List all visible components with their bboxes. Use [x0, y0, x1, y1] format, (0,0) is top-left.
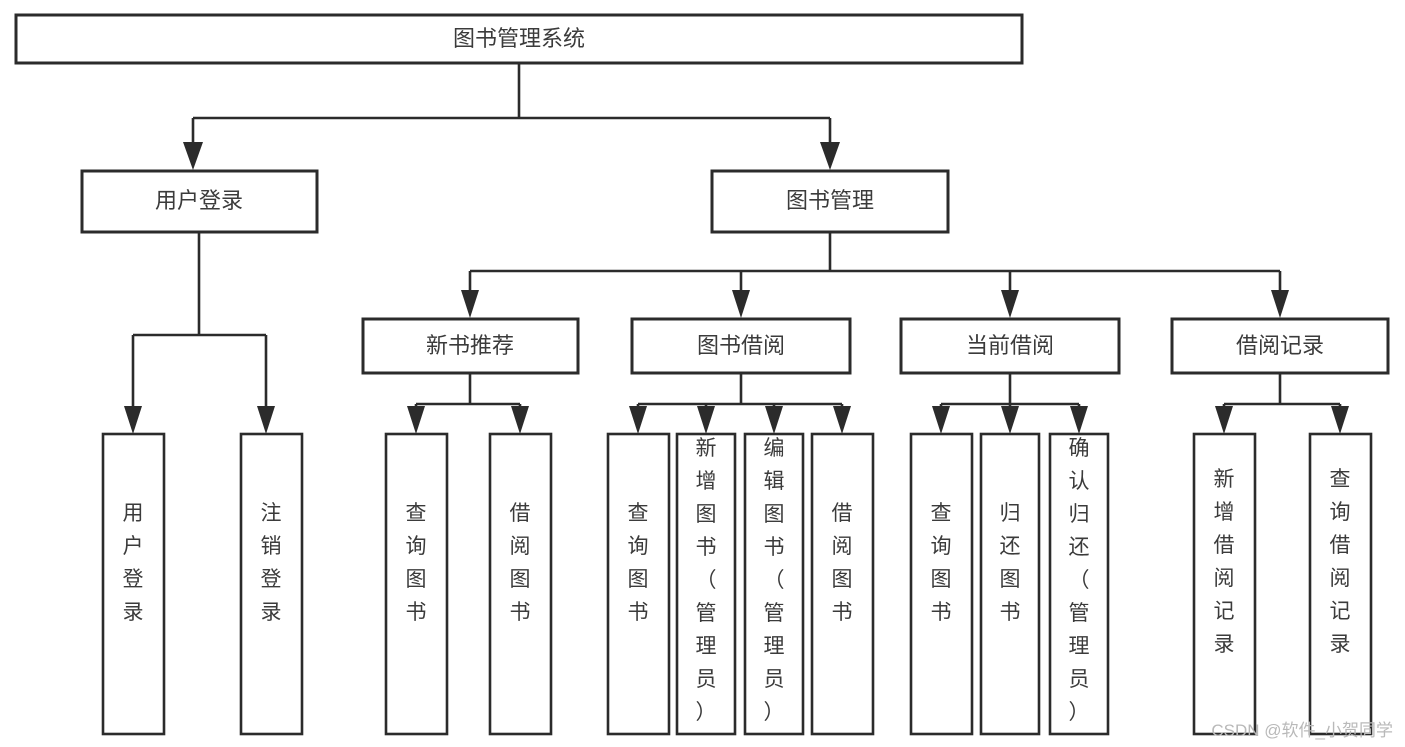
node-user-login[interactable]: 用户登录	[80, 169, 319, 234]
node-leaf-logout-login-label: 注销登录	[261, 502, 282, 624]
node-leaf-edit-book-label: 编辑图书（管理员）	[764, 437, 785, 724]
node-leaf-add-book-box	[675, 432, 737, 736]
node-leaf-query-book-2-box	[606, 432, 671, 736]
node-leaf-query-record[interactable]: 查询借阅记录	[1308, 432, 1373, 736]
node-book-borrow-box	[630, 317, 852, 375]
arrow-head-leaf-edit-book	[765, 406, 783, 434]
node-leaf-query-book-3-label: 查询图书	[931, 502, 952, 624]
arrow-head-borrow-record	[1271, 290, 1289, 318]
node-borrow-record-label: 借阅记录	[1236, 333, 1324, 358]
arrow-head-leaf-borrow-book-2	[833, 406, 851, 434]
node-leaf-query-book-1[interactable]: 查询图书	[384, 432, 449, 736]
node-book-management-box	[710, 169, 950, 234]
connector-group-bookmgmt	[461, 232, 1289, 318]
arrow-head-bookmgmt	[820, 142, 840, 170]
connector-group-userlogin	[124, 232, 275, 434]
node-leaf-query-book-1-label: 查询图书	[406, 502, 427, 624]
node-leaf-add-record[interactable]: 新增借阅记录	[1192, 432, 1257, 736]
node-current-borrow-box	[899, 317, 1121, 375]
connector-group-borrow-record	[1215, 373, 1349, 434]
node-leaf-borrow-book-1[interactable]: 借阅图书	[488, 432, 553, 736]
node-leaf-query-book-2-label: 查询图书	[628, 502, 649, 624]
arrow-head-leaf-query-book-1	[407, 406, 425, 434]
node-leaf-confirm-return[interactable]: 确认归还（管理员）	[1048, 432, 1110, 736]
arrow-head-leaf-logout-login	[257, 406, 275, 434]
node-leaf-user-login-label: 用户登录	[123, 502, 144, 624]
node-book-management[interactable]: 图书管理	[710, 169, 950, 234]
node-leaf-add-record-box	[1192, 432, 1257, 736]
node-leaf-query-book-2[interactable]: 查询图书	[606, 432, 671, 736]
node-leaf-add-record-label: 新增借阅记录	[1214, 468, 1235, 656]
node-borrow-record[interactable]: 借阅记录	[1170, 317, 1390, 375]
node-leaf-borrow-book-2-label: 借阅图书	[832, 502, 853, 624]
arrow-head-leaf-query-book-2	[629, 406, 647, 434]
node-leaf-return-book-label: 归还图书	[1000, 502, 1021, 624]
node-user-login-label: 用户登录	[155, 188, 243, 213]
arrow-head-leaf-add-record	[1215, 406, 1233, 434]
arrow-head-new-book-recommend	[461, 290, 479, 318]
node-leaf-query-record-label: 查询借阅记录	[1330, 468, 1351, 656]
node-book-borrow[interactable]: 图书借阅	[630, 317, 852, 375]
node-borrow-record-box	[1170, 317, 1390, 375]
node-leaf-add-book-label: 新增图书（管理员）	[696, 437, 717, 724]
arrow-head-leaf-add-book	[697, 406, 715, 434]
node-root-title-box	[14, 13, 1024, 65]
node-leaf-query-book-3-box	[909, 432, 974, 736]
node-leaf-user-login[interactable]: 用户登录	[101, 432, 166, 736]
arrow-head-leaf-borrow-book-1	[511, 406, 529, 434]
node-leaf-borrow-book-2[interactable]: 借阅图书	[810, 432, 875, 736]
connector-group-new-book-recommend	[407, 373, 529, 434]
node-leaf-query-record-box	[1308, 432, 1373, 736]
connector-group-root	[183, 63, 840, 170]
arrow-head-leaf-user-login	[124, 406, 142, 434]
arrow-head-userlogin	[183, 142, 203, 170]
node-leaf-user-login-box	[101, 432, 166, 736]
node-leaf-query-book-1-box	[384, 432, 449, 736]
connector-group-book-borrow	[629, 373, 851, 434]
node-leaf-edit-book[interactable]: 编辑图书（管理员）	[743, 432, 805, 736]
node-leaf-borrow-book-2-box	[810, 432, 875, 736]
node-new-book-recommend-box	[361, 317, 580, 375]
node-leaf-logout-login[interactable]: 注销登录	[239, 432, 304, 736]
node-book-management-label: 图书管理	[786, 188, 874, 213]
node-leaf-return-book-box	[979, 432, 1041, 736]
node-user-login-box	[80, 169, 319, 234]
node-leaf-logout-login-box	[239, 432, 304, 736]
node-root-title-label: 图书管理系统	[453, 26, 585, 51]
arrow-head-leaf-query-record	[1331, 406, 1349, 434]
node-leaf-confirm-return-label: 确认归还（管理员）	[1069, 437, 1090, 724]
connector-group-current-borrow	[932, 373, 1088, 434]
node-book-borrow-label: 图书借阅	[697, 333, 785, 358]
node-leaf-confirm-return-box	[1048, 432, 1110, 736]
node-current-borrow[interactable]: 当前借阅	[899, 317, 1121, 375]
arrow-head-current-borrow	[1001, 290, 1019, 318]
node-leaf-edit-book-box	[743, 432, 805, 736]
node-leaf-add-book[interactable]: 新增图书（管理员）	[675, 432, 737, 736]
node-root-title[interactable]: 图书管理系统	[14, 13, 1024, 65]
arrow-head-leaf-return-book	[1001, 406, 1019, 434]
node-new-book-recommend[interactable]: 新书推荐	[361, 317, 580, 375]
node-current-borrow-label: 当前借阅	[966, 333, 1054, 358]
node-leaf-borrow-book-1-box	[488, 432, 553, 736]
node-leaf-query-book-3[interactable]: 查询图书	[909, 432, 974, 736]
arrow-head-book-borrow	[732, 290, 750, 318]
node-leaf-borrow-book-1-label: 借阅图书	[510, 502, 531, 624]
arrow-head-leaf-confirm-return	[1070, 406, 1088, 434]
node-new-book-recommend-label: 新书推荐	[426, 333, 514, 358]
node-leaf-return-book[interactable]: 归还图书	[979, 432, 1041, 736]
arrow-head-leaf-query-book-3	[932, 406, 950, 434]
